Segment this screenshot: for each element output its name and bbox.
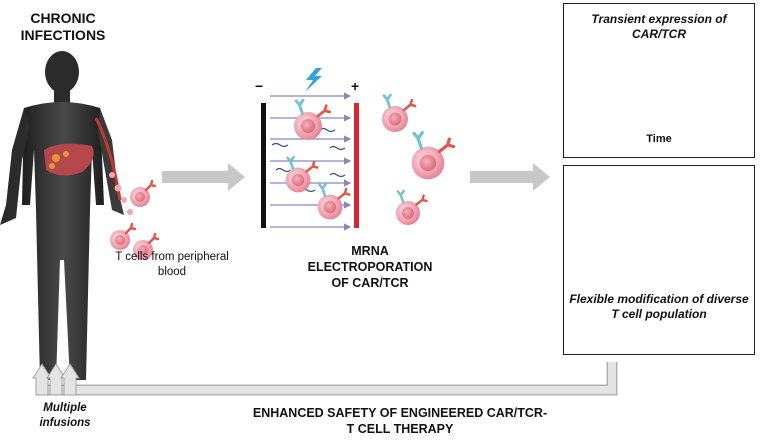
flexible-modification-box: Flexible modification of diverse T cell …	[563, 165, 755, 355]
transient-expression-box: Transient expression of CAR/TCR Time	[563, 3, 755, 158]
plus-electrode-label: +	[351, 78, 360, 94]
human-silhouette	[0, 51, 133, 380]
time-label: Time	[646, 133, 672, 145]
enhanced-safety-label: ENHANCED SAFETY OF ENGINEERED CAR/TCR-T …	[252, 406, 548, 436]
transient-expression-title: Transient expression of CAR/TCR	[591, 12, 727, 41]
multiple-infusions-label: Multiple infusions	[39, 402, 91, 429]
process-arrow-2	[470, 163, 550, 191]
infusion-arrows	[32, 363, 80, 396]
t-cell-small-1	[128, 179, 157, 209]
feedback-loop-arrow	[36, 362, 618, 396]
lightning-bolt-icon	[305, 68, 322, 92]
electroporation-chamber	[261, 92, 359, 231]
minus-electrode-label: −	[255, 78, 264, 94]
process-arrow-1	[162, 163, 245, 191]
t-cell-small-2	[108, 222, 137, 252]
electroporation-label: MRNA ELECTROPORATION OF CAR/TCR	[307, 244, 433, 290]
t-cells-label: T cells from peripheral blood	[115, 251, 229, 278]
chronic-infections-title: CHRONIC INFECTIONS	[20, 10, 106, 43]
flexible-modification-title: Flexible modification of diverse T cell …	[569, 292, 749, 321]
